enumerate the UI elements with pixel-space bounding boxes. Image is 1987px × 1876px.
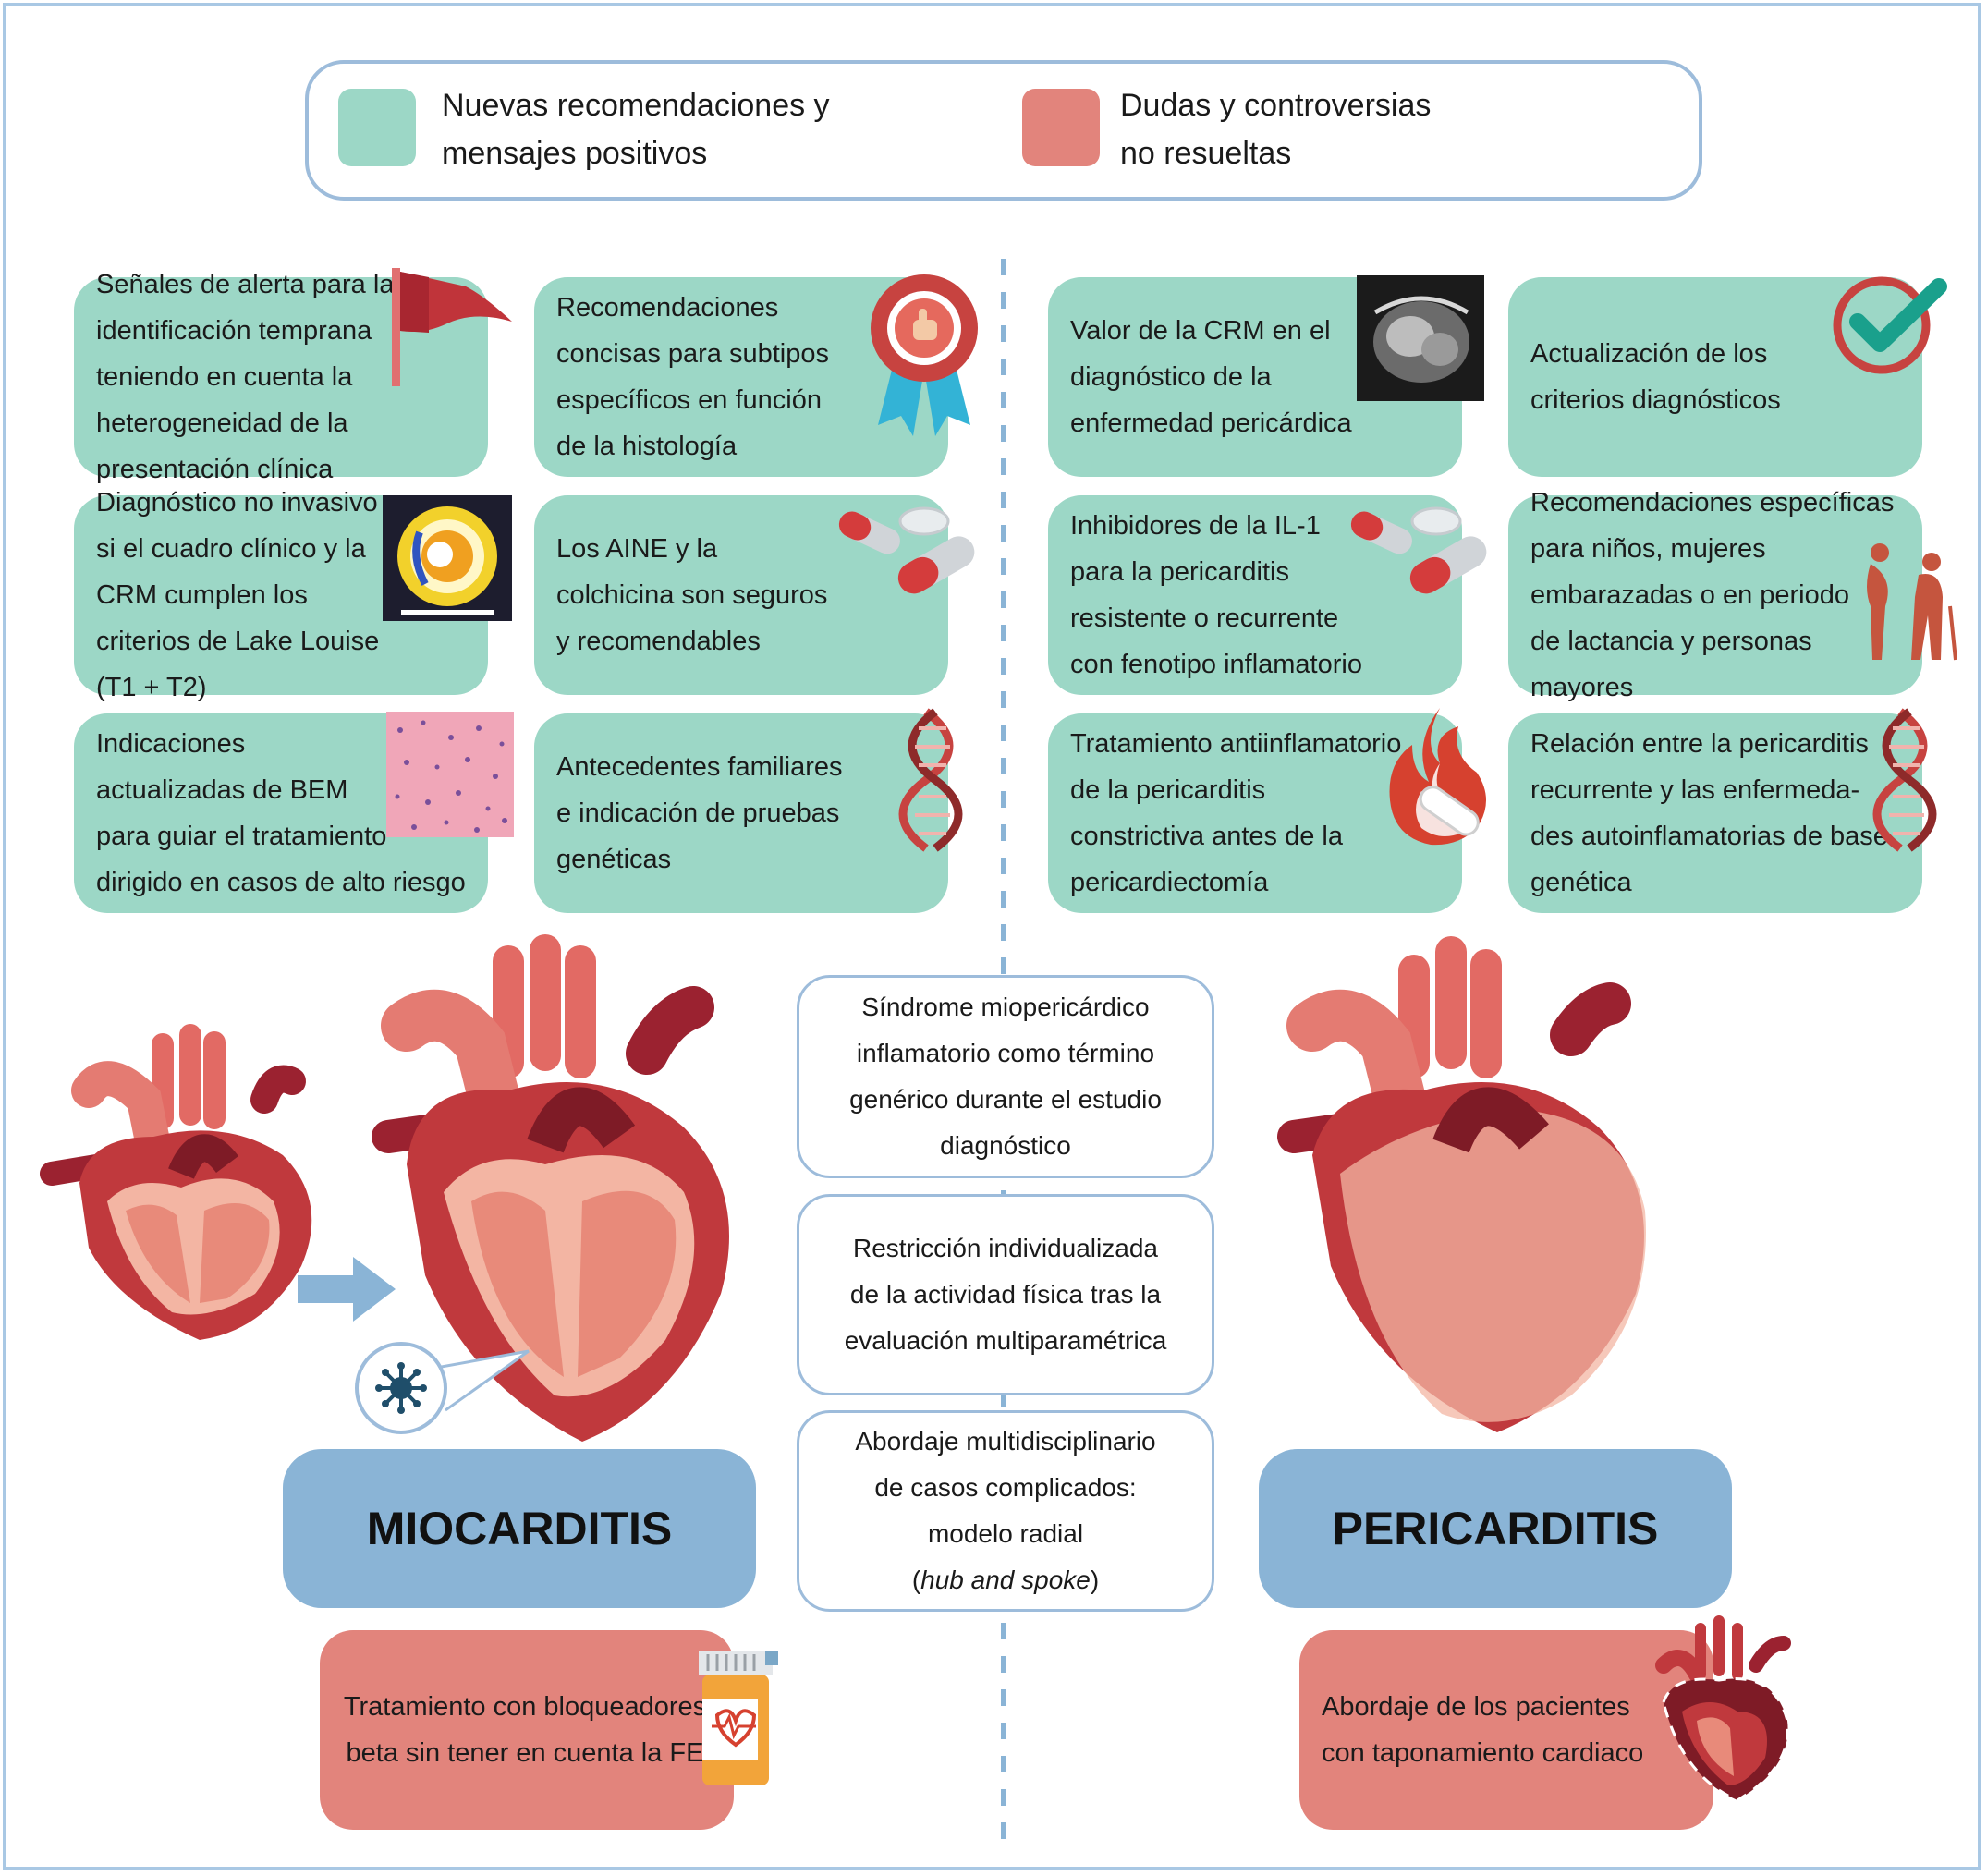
peri-controversy-box: Abordaje de los pacientes con taponamien… [1299, 1630, 1713, 1830]
myocarditis-title: MIOCARDITIS [283, 1449, 756, 1608]
virus-callout [355, 1342, 530, 1434]
center-box-syndrome: Síndrome miopericárdico inflamatorio com… [797, 975, 1214, 1178]
arrow-icon [298, 1257, 396, 1322]
pills-icon [838, 506, 975, 594]
peri-card-text: Actualización de los criterios diagnósti… [1530, 339, 1781, 415]
award-ribbon-icon [871, 274, 978, 436]
myo-card-aine: Los AINE y la colchicina son seguros y r… [534, 495, 948, 695]
paren-close: ) [1090, 1565, 1100, 1594]
peri-card-text: Inhibidores de la IL-1 para la pericardi… [1070, 511, 1362, 679]
legend-red-swatch [1022, 89, 1100, 166]
mri-heart-icon [1357, 275, 1484, 401]
legend-new-label: Nuevas recomendaciones y mensajes positi… [442, 88, 830, 171]
hub-spoke-line: (hub and spoke) [912, 1557, 1099, 1603]
heart-icon [1655, 1615, 1791, 1802]
center-box-physical-activity: Restricción individualizada de la activi… [797, 1194, 1214, 1395]
hub-spoke-italic: hub and spoke [920, 1565, 1091, 1594]
pericarditis-title: PERICARDITIS [1259, 1449, 1732, 1608]
peri-card-special-groups: Recomendaciones específicas para niños, … [1508, 488, 1922, 702]
heart-icon [372, 934, 729, 1442]
peri-card-criteria: Actualización de los criterios diagnósti… [1508, 277, 1922, 477]
myo-controversy-box: Tratamiento con bloqueadores beta sin te… [320, 1630, 734, 1830]
peri-card-text: Recomendaciones específicas para niños, … [1530, 488, 1895, 702]
peri-card-text: Relación entre la pericarditis recurrent… [1530, 729, 1888, 897]
peri-card-autoinflammatory: Relación entre la pericarditis recurrent… [1508, 713, 1922, 913]
legend [305, 60, 1702, 201]
myo-card-text: Indicaciones actualizadas de BEM para gu… [96, 729, 466, 897]
peri-controversy-text: Abordaje de los pacientes con taponamien… [1322, 1692, 1644, 1768]
red-flag-icon [392, 268, 512, 386]
virus-icon [375, 1362, 427, 1414]
checkmark-icon [1833, 276, 1947, 374]
center-box-text: Restricción individualizada de la activi… [844, 1234, 1167, 1355]
myo-card-text: Los AINE y la colchicina son seguros y r… [556, 534, 828, 656]
dna-icon [1872, 708, 1937, 852]
myo-card-text: Diagnóstico no invasivo si el cuadro clí… [96, 488, 380, 702]
center-box-text: Abordaje multidisciplinario de casos com… [855, 1427, 1156, 1548]
legend-doubts-label: Dudas y controversias no resueltas [1120, 88, 1432, 171]
flame-pill-icon [1389, 708, 1486, 846]
center-box-hub-spoke: Abordaje multidisciplinario de casos com… [797, 1410, 1214, 1612]
paren-open: ( [911, 1565, 921, 1594]
myo-card-alert-signs: Señales de alerta para la identificación… [74, 270, 488, 484]
myo-card-text: Antecedentes familiares e indicación de … [556, 752, 843, 874]
pills-icon [1350, 506, 1487, 594]
center-box-text: Síndrome miopericárdico inflamatorio com… [849, 993, 1162, 1160]
myo-controversy-text: Tratamiento con bloqueadores beta sin te… [343, 1692, 707, 1768]
myo-card-genetics: Antecedentes familiares e indicación de … [534, 713, 948, 913]
heart-icon [40, 1024, 312, 1340]
myo-card-text: Recomendaciones concisas para subtipos e… [556, 293, 829, 461]
histology-icon [386, 712, 514, 837]
legend-green-swatch [338, 89, 416, 166]
diagram-frame [3, 3, 1981, 1870]
cmr-map-icon [383, 495, 512, 621]
medicine-bottle-icon [699, 1651, 778, 1785]
heart-icon [1277, 936, 1646, 1432]
peri-card-constrictive: Tratamiento antiinflamatorio de la peric… [1048, 713, 1462, 913]
peri-card-text: Tratamiento antiinflamatorio de la peric… [1070, 729, 1402, 897]
dna-icon [898, 708, 963, 852]
peri-card-text: Valor de la CRM en el diagnóstico de la … [1070, 316, 1352, 438]
family-icon [1867, 543, 1957, 661]
myo-card-text: Señales de alerta para la identificación… [96, 270, 395, 484]
